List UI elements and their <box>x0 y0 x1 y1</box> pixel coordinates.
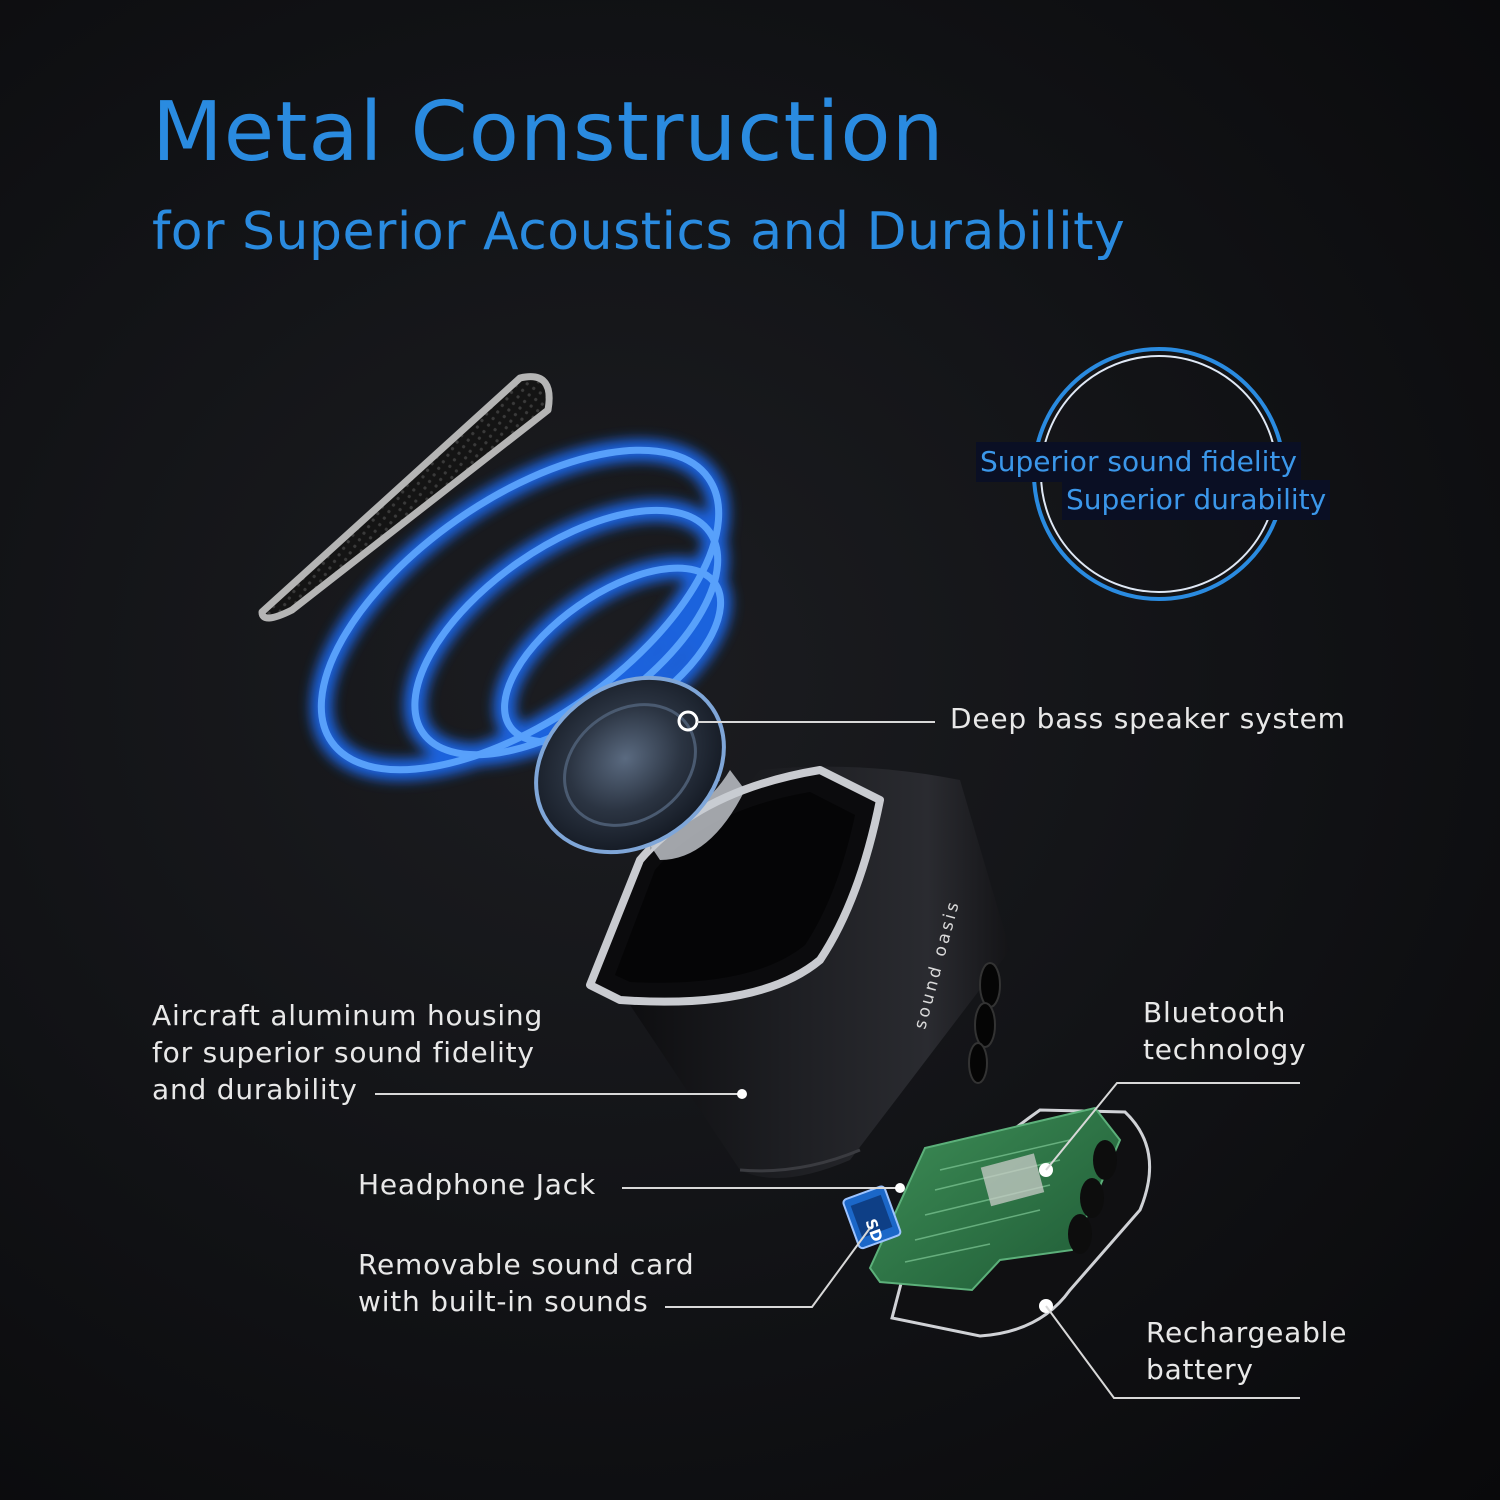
circuit-board <box>868 1106 1152 1338</box>
callout-battery-label: Rechargeable battery <box>1146 1314 1347 1388</box>
bluetooth-callout-line <box>1045 1082 1300 1171</box>
aluminum-housing <box>586 766 1010 1178</box>
callout-battery-line1: Rechargeable <box>1146 1316 1348 1349</box>
callout-sound-card-line2: with built-in sounds <box>358 1285 649 1318</box>
callout-bluetooth-label: Bluetooth technology <box>1143 994 1306 1068</box>
page-subtitle: for Superior Acoustics and Durability <box>152 202 1126 262</box>
callout-speaker-label: Deep bass speaker system <box>950 702 1346 735</box>
callout-housing-line2: for superior sound fidelity <box>152 1036 535 1069</box>
callout-housing-label: Aircraft aluminum housing for superior s… <box>152 997 543 1108</box>
callout-sound-card-line1: Removable sound card <box>358 1248 695 1281</box>
sd-card <box>842 1185 902 1250</box>
page-title: Metal Construction <box>152 85 945 180</box>
callout-housing-line3: and durability <box>152 1073 358 1106</box>
callout-sound-card-label: Removable sound card with built-in sound… <box>358 1246 694 1320</box>
speaker-grille <box>258 373 553 622</box>
speaker-driver <box>534 675 745 860</box>
callout-bluetooth-line2: technology <box>1143 1033 1307 1066</box>
sound-card-callout-line <box>665 1227 871 1308</box>
battery-callout-line <box>1045 1305 1300 1399</box>
badge-line-fidelity: Superior sound fidelity <box>976 442 1301 482</box>
callout-battery-line2: battery <box>1146 1353 1254 1386</box>
callout-bluetooth-line1: Bluetooth <box>1143 996 1287 1029</box>
callout-lines <box>375 721 1300 1399</box>
callout-housing-line1: Aircraft aluminum housing <box>152 999 544 1032</box>
callout-headphone-label: Headphone Jack <box>358 1168 596 1201</box>
badge-line-durability: Superior durability <box>1062 480 1331 520</box>
